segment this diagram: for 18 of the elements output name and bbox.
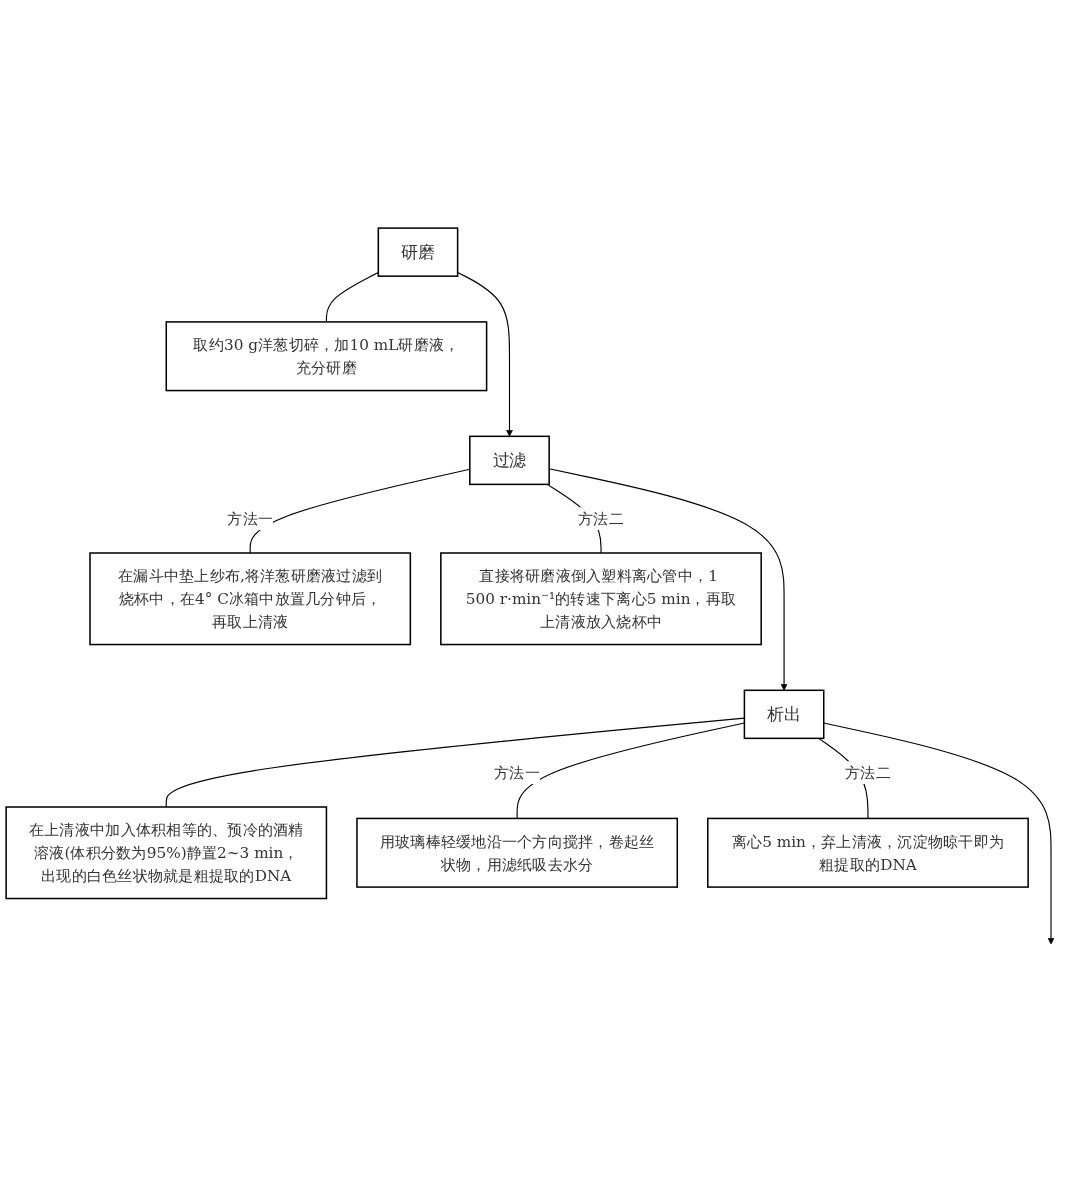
node-box	[165, 321, 488, 392]
node-box	[89, 552, 412, 646]
connector	[325, 272, 379, 323]
edge-label: 方法一	[494, 763, 540, 783]
node-box	[356, 818, 679, 889]
edge-label: 方法一	[227, 509, 274, 529]
node-box	[440, 552, 762, 646]
node-box	[377, 227, 459, 278]
arrow	[457, 272, 513, 437]
node-box	[743, 689, 825, 740]
connector	[165, 717, 745, 808]
node-box	[5, 806, 328, 900]
arrow	[823, 722, 1055, 945]
connector	[516, 722, 745, 820]
edge-label: 方法二	[578, 509, 624, 529]
edge-label: 方法二	[845, 763, 891, 783]
node-box	[707, 818, 1029, 889]
node-box	[469, 435, 550, 486]
